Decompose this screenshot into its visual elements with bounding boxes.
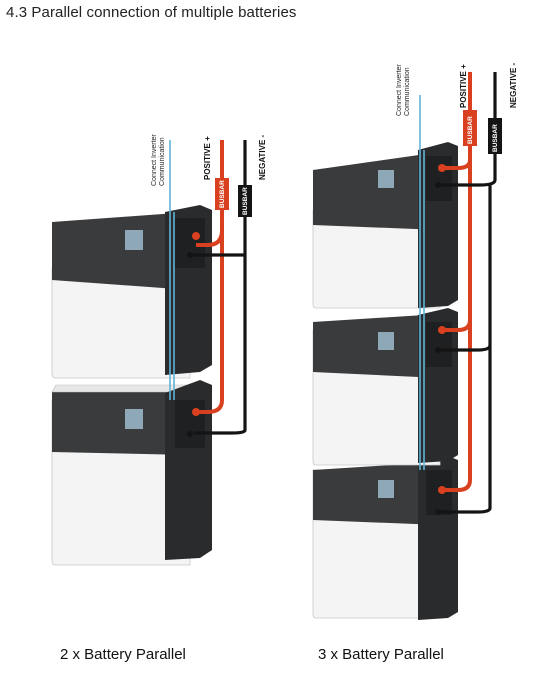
positive-label: POSITIVE + xyxy=(203,136,212,180)
negative-cable xyxy=(440,72,497,514)
caption-2-battery: 2 x Battery Parallel xyxy=(60,646,186,663)
svg-text:BUSBAR: BUSBAR xyxy=(467,116,474,144)
battery-module-2 xyxy=(51,205,212,379)
battery-display xyxy=(378,480,394,498)
comm-label-line1: Connect Inverter xyxy=(151,134,158,186)
comm-label-line1: Connect Inverter xyxy=(396,64,403,116)
comm-cable xyxy=(419,95,425,470)
negative-label: NEGATIVE - xyxy=(258,134,267,180)
battery-module-2 xyxy=(312,308,458,466)
battery-module-1 xyxy=(312,456,458,620)
section-heading: 4.3 Parallel connection of multiple batt… xyxy=(6,4,297,21)
comm-cable xyxy=(169,140,175,400)
caption-3-battery: 3 x Battery Parallel xyxy=(318,646,444,663)
comm-label-line2: Communication xyxy=(159,137,166,186)
svg-text:BUSBAR: BUSBAR xyxy=(242,187,249,215)
battery-module-1 xyxy=(51,380,212,566)
battery-display xyxy=(378,332,394,350)
busbar-positive: BUSBAR xyxy=(463,110,477,146)
diagram-3-battery: BUSBAR BUSBAR Connect Inverter Communica… xyxy=(312,62,518,620)
positive-cable xyxy=(196,140,224,414)
battery-display xyxy=(125,230,143,250)
battery-display xyxy=(378,170,394,188)
busbar-positive: BUSBAR xyxy=(215,178,229,210)
battery-display xyxy=(125,409,143,429)
diagram-2-battery: BUSBAR BUSBAR Connect Inverter Communica… xyxy=(51,134,267,566)
busbar-negative: BUSBAR xyxy=(238,185,252,217)
comm-label-line2: Communication xyxy=(404,67,411,116)
svg-text:BUSBAR: BUSBAR xyxy=(492,124,499,152)
battery-module-3 xyxy=(312,142,458,309)
positive-label: POSITIVE + xyxy=(459,64,468,108)
positive-cable xyxy=(444,72,472,492)
svg-text:BUSBAR: BUSBAR xyxy=(219,180,226,208)
negative-cable xyxy=(192,140,247,435)
busbar-negative: BUSBAR xyxy=(488,118,502,154)
negative-label: NEGATIVE - xyxy=(509,62,518,108)
